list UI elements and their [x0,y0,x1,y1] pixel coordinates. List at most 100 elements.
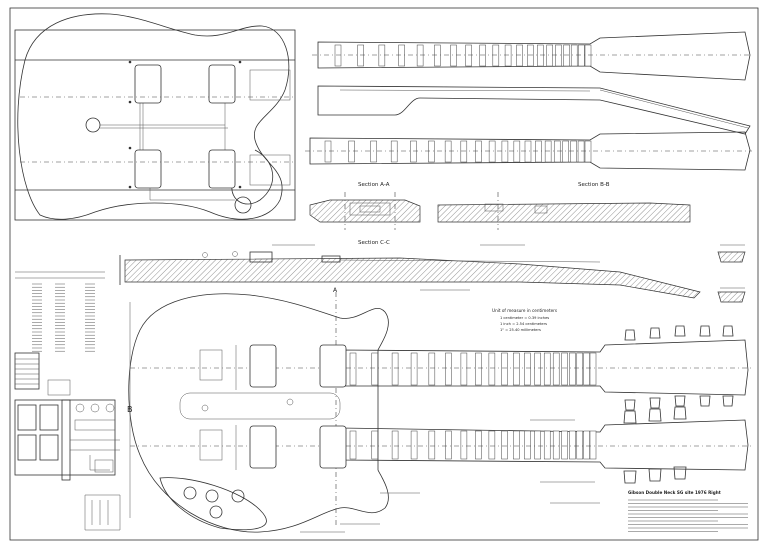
plan-title: Gibson Double Neck SG site 1976 Right [628,490,721,495]
fret-bottom [428,140,435,163]
tuner-key [648,468,662,482]
fret-upper [371,352,379,386]
fret-upper [561,352,568,386]
units-line-2: 1 inch = 2.54 centimeters [500,322,547,326]
title-block: Gibson Double Neck SG site 1976 Right [628,490,748,532]
section-b-b: Section B-B [437,182,691,230]
fret-top [546,44,553,67]
fret-lower [561,430,568,460]
section-c-c-label: Section C-C [358,240,390,246]
fret-top [378,44,386,67]
fret-bottom [584,140,592,163]
fret-upper [428,352,436,386]
fret-upper [569,352,576,386]
fret-upper [501,352,508,386]
fret-upper [543,352,551,386]
fret-bottom [544,140,552,163]
fret-lower [583,430,590,460]
fret-top [555,44,562,67]
fret-lower [513,430,520,460]
fret-upper [410,352,418,386]
tuner-key [674,395,686,407]
fret-lower [501,430,508,460]
tuner-details [717,244,746,303]
fret-lower [589,430,597,460]
front-plan-view: A B [127,287,752,533]
fret-top [416,44,424,67]
fret-upper [445,352,452,386]
fret-bottom [513,140,521,163]
fret-top [578,44,585,67]
fret-bottom [524,140,532,163]
fret-bottom [501,140,509,163]
fret-upper [391,352,399,386]
tuner-key [623,470,637,484]
fret-bottom [570,140,577,163]
fret-top [516,44,523,67]
fret-lower [488,430,496,460]
fret-lower [371,430,379,460]
fret-bottom [410,140,417,163]
sheet-border [9,7,759,541]
tuner-key [673,466,687,480]
fret-top [434,44,441,67]
fret-lower [445,430,452,460]
fret-top [504,44,512,67]
fret-lower [349,430,357,460]
spec-table [15,271,105,352]
tuner-key [648,408,662,422]
tuner-key [649,327,661,339]
section-b-b-label: Section B-B [578,182,610,188]
fret-upper [488,352,496,386]
fret-bottom [348,140,355,163]
fret-lower [460,430,468,460]
body-back-view [14,13,296,221]
tuner-key [649,397,661,409]
fret-upper [534,352,541,386]
fret-top [398,44,405,67]
fret-bottom [460,140,468,163]
fret-top [479,44,486,67]
fret-upper [576,352,584,386]
fret-upper [589,352,597,386]
tuner-key [673,406,687,420]
fret-lower [391,430,399,460]
tuner-key [722,325,734,337]
fret-bottom [475,140,482,163]
fret-lower [428,430,436,460]
fret-top [334,44,342,67]
neck-side-view [317,85,751,135]
tuner-key [624,399,636,411]
fret-lower [524,430,531,460]
fret-bottom [535,140,542,163]
fret-upper [513,352,520,386]
fret-top [492,44,500,67]
fret-lower [552,430,560,460]
neck-top-view [312,31,752,81]
fret-lower [475,430,482,460]
fret-lower [576,430,584,460]
fret-upper [475,352,482,386]
fret-top [563,44,570,67]
fret-upper [552,352,560,386]
fret-bottom [488,140,496,163]
fret-top [570,44,578,67]
fret-top [537,44,544,67]
tuner-key [674,325,686,337]
tuner-key [624,329,636,341]
neck-bottom-view [305,131,752,171]
fret-bottom [390,140,398,163]
units-line-3: 1" = 25.40 millimeters [500,328,541,332]
wiring-diagram [14,352,121,531]
fret-lower [410,430,418,460]
fret-upper [349,352,357,386]
fret-top [584,44,592,67]
fret-bottom [370,140,377,163]
fret-upper [460,352,468,386]
units-note: Unit of measure in centimeters 1 centime… [492,308,557,332]
fret-bottom [553,140,561,163]
fret-upper [583,352,590,386]
fret-bottom [324,140,332,163]
